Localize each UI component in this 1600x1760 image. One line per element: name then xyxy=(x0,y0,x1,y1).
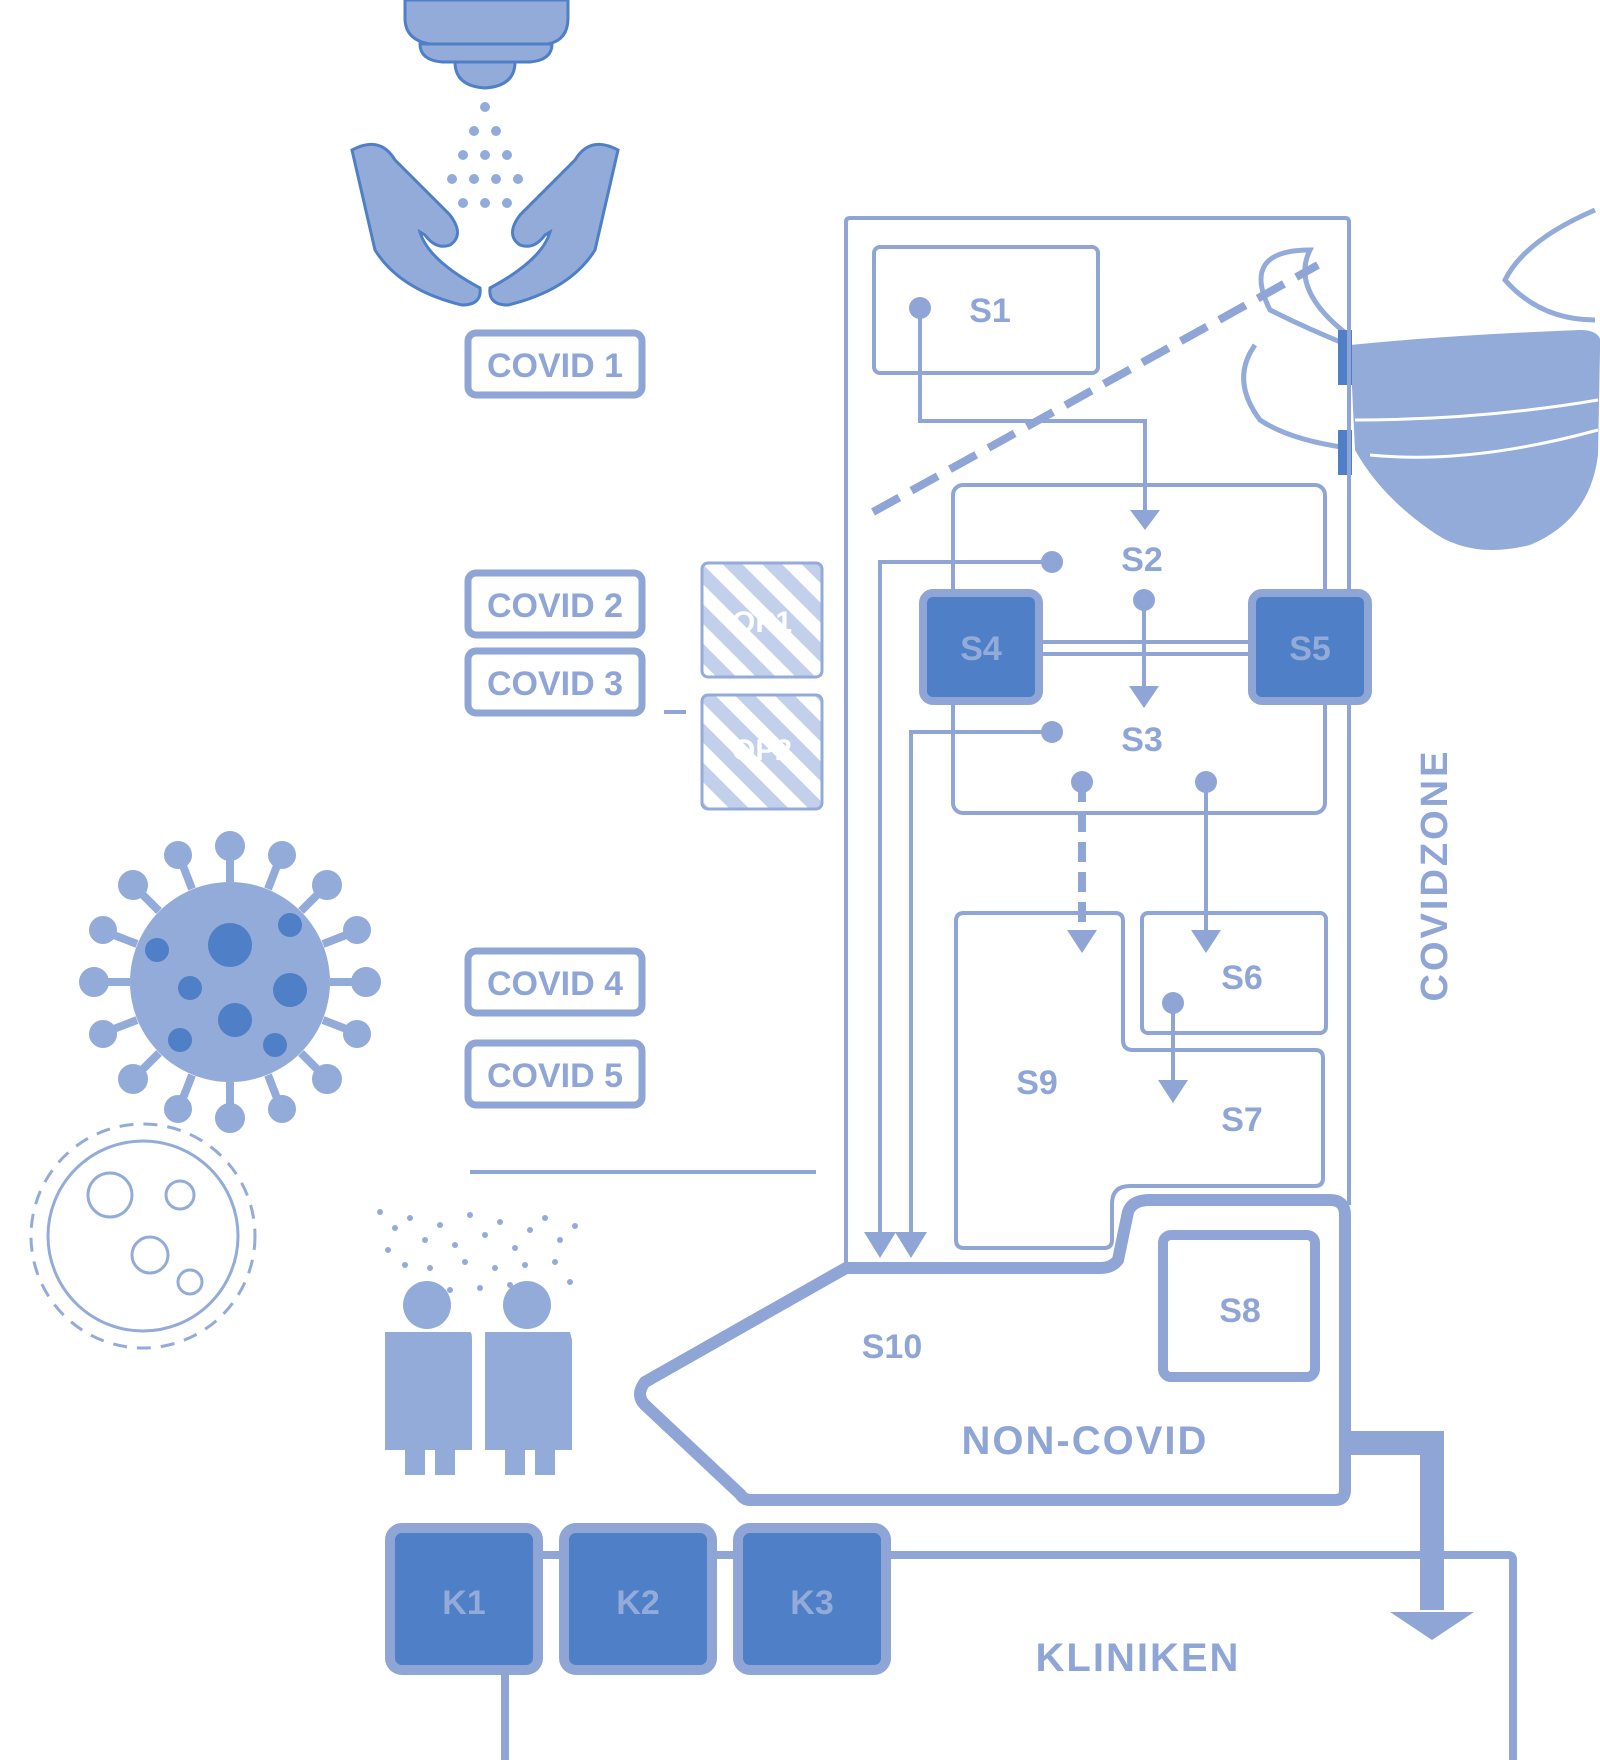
covid2-box xyxy=(464,569,646,639)
covid4-box xyxy=(464,947,646,1017)
label-op2: OP2 xyxy=(732,734,792,767)
k2-clinic xyxy=(559,1523,717,1675)
label-s2: S2 xyxy=(1121,541,1163,579)
covid5-box xyxy=(464,1039,646,1109)
label-s1: S1 xyxy=(969,292,1011,330)
label-s7: S7 xyxy=(1221,1101,1263,1139)
legend-covid1: COVID 1 xyxy=(487,347,623,385)
people-aerosol-icon xyxy=(377,1209,578,1475)
virus-icon-filled xyxy=(79,831,381,1133)
label-op1: OP1 xyxy=(732,606,792,639)
op1-room xyxy=(700,561,824,679)
label-kliniken: KLINIKEN xyxy=(1036,1636,1241,1680)
legend-covid5: COVID 5 xyxy=(487,1057,623,1095)
kliniken-zone xyxy=(501,1551,1517,1760)
legend-covid3: COVID 3 xyxy=(487,665,623,703)
s4-room xyxy=(919,589,1043,705)
legend-covid2: COVID 2 xyxy=(487,587,623,625)
dashed-separator xyxy=(871,261,1320,516)
k3-clinic xyxy=(733,1523,891,1675)
legend-covid4: COVID 4 xyxy=(487,965,623,1003)
label-s8: S8 xyxy=(1219,1292,1261,1330)
label-s9: S9 xyxy=(1016,1064,1058,1102)
label-k1: K1 xyxy=(442,1584,485,1622)
virus-icon-outline xyxy=(29,1122,257,1350)
k1-clinic xyxy=(385,1523,543,1675)
label-s10: S10 xyxy=(862,1328,923,1366)
label-s6: S6 xyxy=(1221,959,1263,997)
covid3-box xyxy=(464,647,646,717)
label-s4: S4 xyxy=(960,630,1002,668)
label-k2: K2 xyxy=(616,1584,659,1622)
label-non-covid: NON-COVID xyxy=(962,1419,1209,1463)
label-k3: K3 xyxy=(790,1584,833,1622)
label-s5: S5 xyxy=(1289,630,1331,668)
s5-room xyxy=(1248,589,1372,705)
s1-room xyxy=(872,245,1100,375)
covidzone-outline xyxy=(844,216,1351,1265)
s8-room xyxy=(1158,1230,1320,1382)
s6-room xyxy=(1140,911,1328,1035)
op2-room xyxy=(700,693,824,811)
face-mask-icon xyxy=(1241,207,1600,550)
covid1-box xyxy=(464,329,646,399)
label-s3: S3 xyxy=(1121,721,1163,759)
hand-disinfection-icon xyxy=(350,0,620,307)
label-covidzone: COVIDZONE xyxy=(1414,749,1456,1002)
s9-room xyxy=(954,911,1325,1250)
